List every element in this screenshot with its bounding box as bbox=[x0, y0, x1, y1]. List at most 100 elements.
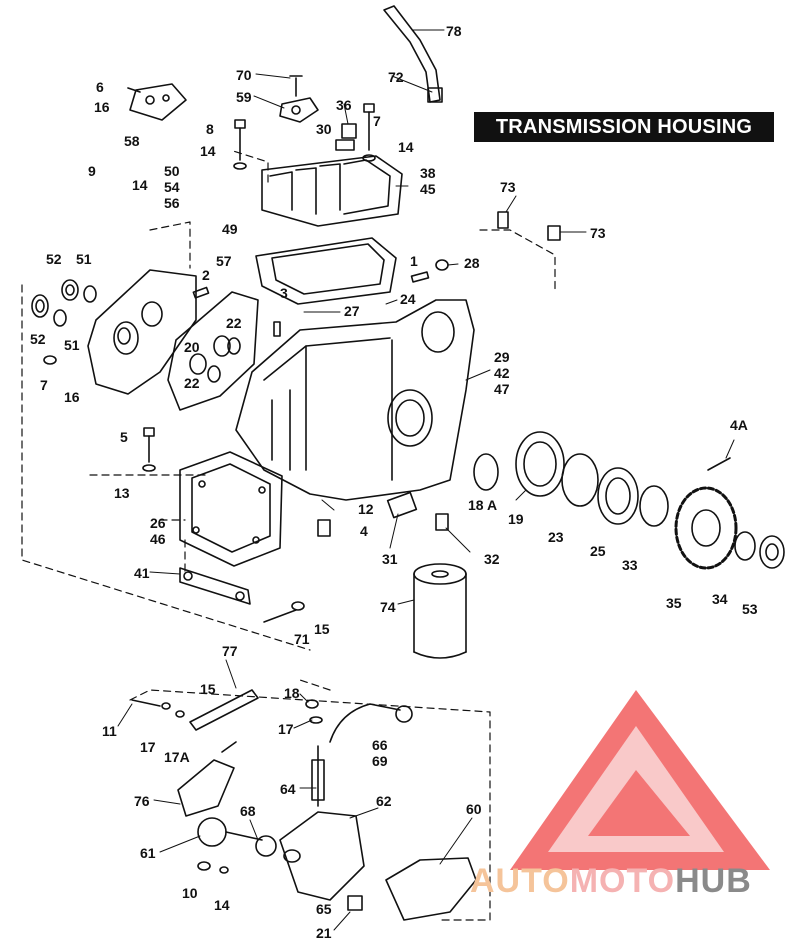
callout-14c: 14 bbox=[132, 177, 148, 193]
callout-7a: 7 bbox=[373, 113, 381, 129]
callout-73a: 73 bbox=[500, 179, 516, 195]
callout-42: 42 bbox=[494, 365, 510, 381]
callout-36: 36 bbox=[336, 97, 352, 113]
top-cover-gasket bbox=[255, 237, 397, 305]
callout-33: 33 bbox=[622, 557, 638, 573]
watermark-part-hub: HUB bbox=[675, 862, 752, 900]
callout-78: 78 bbox=[446, 23, 462, 39]
callout-20: 20 bbox=[184, 339, 200, 355]
neutral-switch bbox=[335, 123, 357, 151]
callout-71: 71 bbox=[294, 631, 310, 647]
callout-labels: 78 72 70 59 36 7 30 14 8 14 38 45 6 16 5… bbox=[30, 23, 758, 941]
callout-54: 54 bbox=[164, 179, 180, 195]
breather-hose bbox=[383, 5, 443, 103]
callout-69: 69 bbox=[372, 753, 388, 769]
top-cover-cap bbox=[279, 75, 319, 123]
callout-4: 4 bbox=[360, 523, 368, 539]
bolt-5 bbox=[142, 427, 156, 472]
callout-51b: 51 bbox=[64, 337, 80, 353]
callout-59: 59 bbox=[236, 89, 252, 105]
bracket-76 bbox=[177, 741, 237, 817]
callout-17b: 17A bbox=[164, 749, 190, 765]
callout-70: 70 bbox=[236, 67, 252, 83]
callout-25: 25 bbox=[590, 543, 606, 559]
callout-51a: 51 bbox=[76, 251, 92, 267]
side-cover bbox=[87, 269, 197, 395]
callout-28: 28 bbox=[464, 255, 480, 271]
callout-38: 38 bbox=[420, 165, 436, 181]
callout-9: 9 bbox=[88, 163, 96, 179]
callout-26: 26 bbox=[150, 515, 166, 531]
strap-41 bbox=[179, 567, 251, 605]
callout-22a: 22 bbox=[226, 315, 242, 331]
callout-21: 21 bbox=[316, 925, 332, 941]
callout-18a: 18 A bbox=[468, 497, 497, 513]
callout-34: 34 bbox=[712, 591, 728, 607]
lock-nuts bbox=[734, 531, 785, 569]
sprocket bbox=[674, 457, 738, 570]
callout-22b: 22 bbox=[184, 375, 200, 391]
shifter-strap bbox=[189, 689, 259, 731]
callout-46: 46 bbox=[150, 531, 166, 547]
callout-58: 58 bbox=[124, 133, 140, 149]
callout-1: 1 bbox=[410, 253, 418, 269]
callout-16a: 16 bbox=[94, 99, 110, 115]
callout-41: 41 bbox=[134, 565, 150, 581]
callout-47: 47 bbox=[494, 381, 510, 397]
callout-29: 29 bbox=[494, 349, 510, 365]
callout-64: 64 bbox=[280, 781, 296, 797]
title-banner bbox=[474, 112, 774, 142]
callout-68: 68 bbox=[240, 803, 256, 819]
callout-23: 23 bbox=[548, 529, 564, 545]
bracket-58 bbox=[127, 83, 187, 121]
watermark-part-moto: MOTO bbox=[569, 862, 676, 900]
callout-6: 6 bbox=[96, 79, 104, 95]
callout-31: 31 bbox=[382, 551, 398, 567]
callout-17c: 17 bbox=[278, 721, 294, 737]
oil-filter bbox=[413, 563, 467, 659]
callout-56: 56 bbox=[164, 195, 180, 211]
callout-14d: 14 bbox=[214, 897, 230, 913]
callout-19: 19 bbox=[508, 511, 524, 527]
small-parts-lower bbox=[131, 699, 363, 911]
callout-3: 3 bbox=[280, 285, 288, 301]
callout-14a: 14 bbox=[398, 139, 414, 155]
callout-50: 50 bbox=[164, 163, 180, 179]
watermark-text: AUTOMOTOHUB bbox=[470, 862, 752, 901]
callout-5: 5 bbox=[120, 429, 128, 445]
watermark-part-auto: AUTO bbox=[470, 862, 570, 900]
callout-7b: 7 bbox=[40, 377, 48, 393]
callout-53: 53 bbox=[742, 601, 758, 617]
callout-2: 2 bbox=[202, 267, 210, 283]
callout-52a: 52 bbox=[46, 251, 62, 267]
callout-27: 27 bbox=[344, 303, 360, 319]
dowel-pins bbox=[192, 271, 430, 337]
diagram-title: TRANSMISSION HOUSING bbox=[495, 116, 753, 138]
callout-10: 10 bbox=[182, 885, 198, 901]
callout-65: 65 bbox=[316, 901, 332, 917]
callout-49: 49 bbox=[222, 221, 238, 237]
callout-8: 8 bbox=[206, 121, 214, 137]
callout-72: 72 bbox=[388, 69, 404, 85]
callout-45: 45 bbox=[420, 181, 436, 197]
callout-17a: 17 bbox=[140, 739, 156, 755]
sensors bbox=[435, 211, 561, 271]
callout-62: 62 bbox=[376, 793, 392, 809]
callout-74: 74 bbox=[380, 599, 396, 615]
callout-15a: 15 bbox=[314, 621, 330, 637]
callout-66: 66 bbox=[372, 737, 388, 753]
leader-lines bbox=[117, 29, 735, 931]
callout-11: 11 bbox=[102, 723, 117, 739]
callout-35: 35 bbox=[666, 595, 682, 611]
callout-13: 13 bbox=[114, 485, 130, 501]
small-fittings bbox=[317, 491, 449, 537]
bolt-71 bbox=[263, 601, 305, 623]
callout-52b: 52 bbox=[30, 331, 46, 347]
callout-15b: 15 bbox=[200, 681, 216, 697]
callout-30: 30 bbox=[316, 121, 332, 137]
callout-57: 57 bbox=[216, 253, 232, 269]
callout-76: 76 bbox=[134, 793, 150, 809]
gasket-60 bbox=[385, 857, 477, 921]
